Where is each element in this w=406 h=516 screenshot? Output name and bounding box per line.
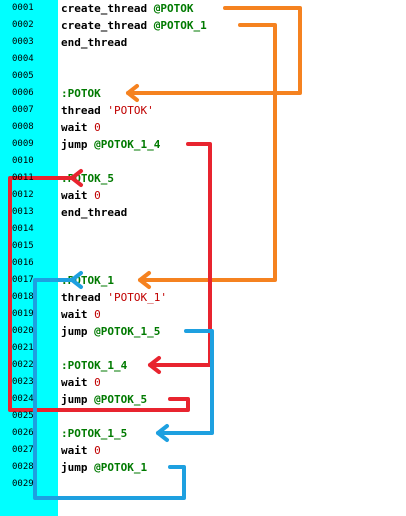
keyword-token: create_thread (61, 19, 154, 32)
keyword-token: wait (61, 376, 95, 389)
keyword-token: create_thread (61, 2, 154, 15)
line-number: 0005 (12, 71, 34, 81)
code-line[interactable]: wait 0 (61, 187, 101, 204)
line-number: 0003 (12, 37, 34, 47)
number-token: 0 (94, 444, 101, 457)
code-line[interactable]: jump @POTOK_1_4 (61, 136, 160, 153)
code-line[interactable]: thread 'POTOK' (61, 102, 154, 119)
keyword-token: jump (61, 393, 95, 406)
code-line[interactable]: wait 0 (61, 119, 101, 136)
number-token: 0 (94, 308, 101, 321)
code-line[interactable]: :POTOK_1_4 (61, 357, 127, 374)
label-token: @POTOK_1 (153, 19, 207, 32)
label-token: @POTOK_1_4 (94, 138, 161, 151)
arrowhead-icon (148, 356, 161, 374)
code-line[interactable]: jump @POTOK_1 (61, 459, 147, 476)
line-number: 0027 (12, 445, 34, 455)
line-number: 0029 (12, 479, 34, 489)
code-line[interactable]: wait 0 (61, 442, 101, 459)
keyword-token: wait (61, 444, 95, 457)
code-line[interactable]: end_thread (61, 204, 127, 221)
line-number: 0008 (12, 122, 34, 132)
keyword-token: wait (61, 189, 95, 202)
keyword-token: jump (61, 325, 95, 338)
code-line[interactable]: jump @POTOK_5 (61, 391, 147, 408)
keyword-token: jump (61, 461, 95, 474)
line-number: 0012 (12, 190, 34, 200)
arrowhead-icon (138, 271, 151, 289)
line-number: 0023 (12, 377, 34, 387)
line-number: 0009 (12, 139, 34, 149)
line-number: 0014 (12, 224, 34, 234)
line-number: 0024 (12, 394, 34, 404)
label-token: @POTOK_5 (94, 393, 148, 406)
arrow-jump-to-potok-1-4 (148, 142, 212, 374)
line-number: 0001 (12, 3, 34, 13)
keyword-token: wait (61, 308, 95, 321)
line-number: 0025 (12, 411, 34, 421)
label-token: :POTOK (61, 87, 101, 100)
line-number: 0006 (12, 88, 34, 98)
code-line[interactable]: create_thread @POTOK (61, 0, 193, 17)
arrowhead-icon (156, 424, 169, 442)
line-number: 0019 (12, 309, 34, 319)
arrowhead-icon (70, 271, 83, 289)
label-token: @POTOK_1_5 (94, 325, 161, 338)
string-token: 'POTOK_1' (107, 291, 167, 304)
line-number: 0007 (12, 105, 34, 115)
code-line[interactable]: :POTOK_1_5 (61, 425, 127, 442)
arrow-create-to-potok (126, 6, 302, 102)
code-line[interactable]: wait 0 (61, 306, 101, 323)
line-number: 0018 (12, 292, 34, 302)
line-number: 0002 (12, 20, 34, 30)
keyword-token: wait (61, 121, 95, 134)
keyword-token: end_thread (61, 206, 128, 219)
number-token: 0 (94, 121, 101, 134)
code-line[interactable]: create_thread @POTOK_1 (61, 17, 207, 34)
line-number: 0015 (12, 241, 34, 251)
code-line[interactable]: wait 0 (61, 374, 101, 391)
number-token: 0 (94, 376, 101, 389)
keyword-token: end_thread (61, 36, 128, 49)
line-number: 0022 (12, 360, 34, 370)
arrow-jump-to-potok-5 (8, 169, 190, 412)
line-number: 0017 (12, 275, 34, 285)
line-number: 0004 (12, 54, 34, 64)
line-number: 0021 (12, 343, 34, 353)
line-number: 0010 (12, 156, 34, 166)
arrow-create-to-potok-1 (138, 23, 277, 289)
arrow-jump-to-potok-1-5 (156, 329, 214, 442)
line-number: 0028 (12, 462, 34, 472)
number-token: 0 (94, 189, 101, 202)
line-number: 0016 (12, 258, 34, 268)
arrowhead-icon (126, 84, 139, 102)
code-line[interactable]: end_thread (61, 34, 127, 51)
line-number: 0026 (12, 428, 34, 438)
label-token: @POTOK (153, 2, 194, 15)
line-number: 0013 (12, 207, 34, 217)
keyword-token: thread (61, 104, 108, 117)
label-token: @POTOK_1 (94, 461, 148, 474)
label-token: :POTOK_1_5 (61, 427, 128, 440)
code-line[interactable]: thread 'POTOK_1' (61, 289, 167, 306)
arrowhead-icon (70, 169, 83, 187)
keyword-token: jump (61, 138, 95, 151)
code-line[interactable]: jump @POTOK_1_5 (61, 323, 160, 340)
code-line[interactable]: :POTOK (61, 85, 101, 102)
arrow-jump-to-potok-1 (33, 271, 186, 500)
label-token: :POTOK_1_4 (61, 359, 128, 372)
string-token: 'POTOK' (107, 104, 154, 117)
keyword-token: thread (61, 291, 108, 304)
line-number: 0011 (12, 173, 34, 183)
line-number: 0020 (12, 326, 34, 336)
